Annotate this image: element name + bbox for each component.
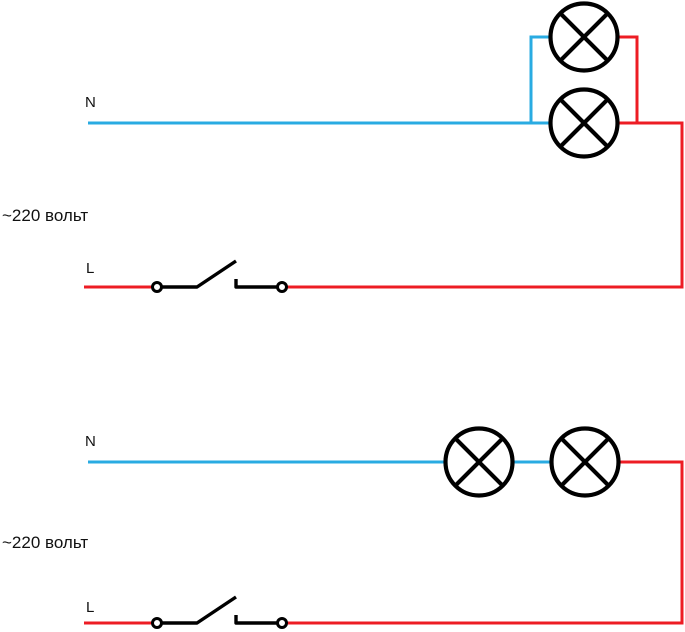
lamp-icon: [551, 4, 618, 71]
line-wire-return: [287, 121, 684, 289]
switch-terminal: [276, 281, 288, 293]
switch-blade: [162, 595, 237, 625]
switch-contact-bracket: [234, 615, 278, 625]
voltage-label: ~220 вольт: [2, 206, 88, 225]
switch-icon: [151, 595, 288, 629]
line-wire-return: [287, 460, 684, 625]
series-circuit: N ~220 вольт L: [2, 429, 684, 629]
neutral-label: N: [85, 94, 96, 111]
neutral-label: N: [85, 433, 96, 450]
switch-terminal: [276, 617, 288, 629]
lamp-icon: [551, 90, 618, 157]
voltage-label: ~220 вольт: [2, 533, 88, 552]
line-wire-top-lamp: [618, 35, 639, 122]
switch-contact-bracket: [234, 279, 278, 289]
parallel-circuit: N ~220 вольт L: [2, 4, 684, 293]
lamp-icon: [446, 429, 513, 496]
switch-terminal: [151, 617, 163, 629]
line-label: L: [86, 599, 94, 616]
neutral-branch-wire: [529, 35, 550, 123]
switch-blade: [162, 259, 237, 289]
switch-icon: [151, 259, 288, 293]
switch-terminal: [151, 281, 163, 293]
lamp-icon: [552, 429, 619, 496]
line-label: L: [86, 260, 94, 277]
